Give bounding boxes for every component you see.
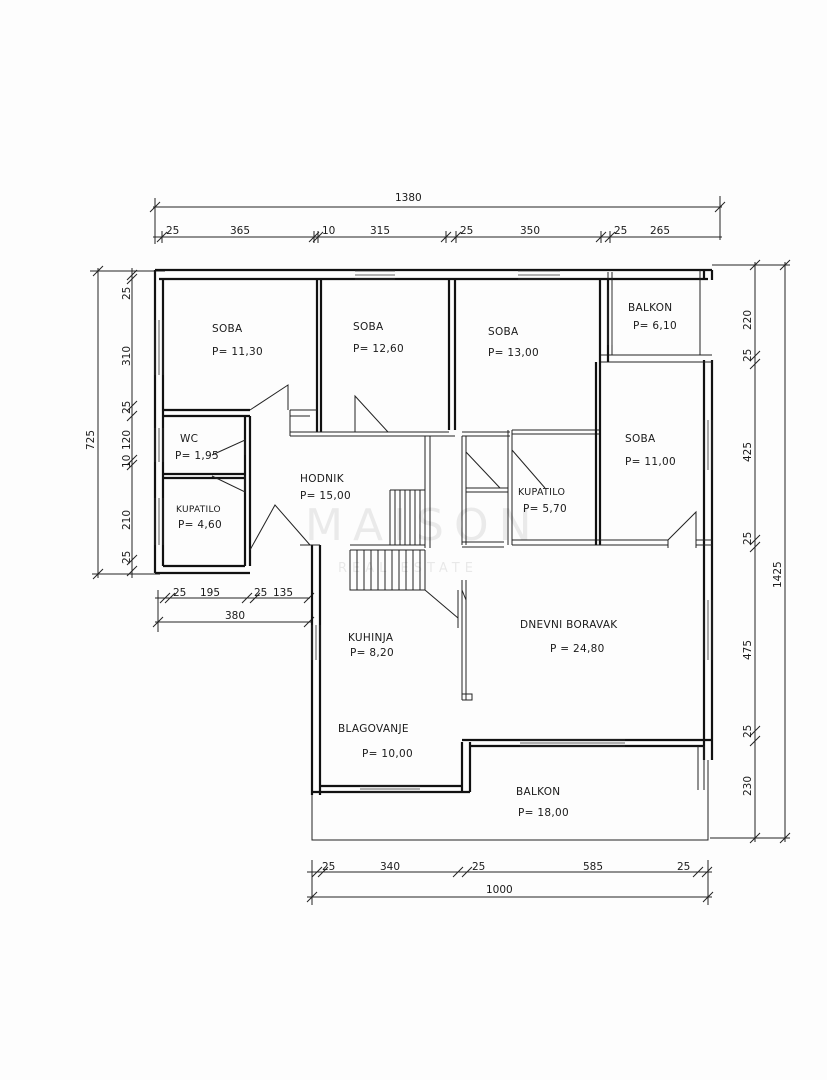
label-soba-3-name: SOBA [488, 326, 519, 338]
dimension-top-total: 1380 [149, 192, 726, 244]
watermark: MAISON REAL ESTATE [305, 500, 542, 576]
label-kuhinja-name: KUHINJA [348, 632, 394, 644]
dim-left-seg-1: 25 [121, 287, 133, 300]
dim-top-seg-1: 25 [166, 225, 179, 237]
dim-left-seg-6: 210 [121, 510, 133, 530]
watermark-main: MAISON [305, 500, 542, 551]
dimension-mid-left: 25 195 25 135 380 [152, 587, 315, 632]
dim-right-seg-7: 230 [742, 776, 754, 796]
dim-bottom-total: 1000 [486, 884, 513, 896]
dimension-bottom: 25 340 25 585 25 1000 [306, 860, 714, 905]
dim-bottom-seg-3: 25 [472, 861, 485, 873]
label-balkon-top-name: BALKON [628, 302, 672, 314]
label-blagovanje-area: P= 10,00 [362, 748, 413, 760]
dim-top-seg-6: 350 [520, 225, 540, 237]
dimension-top-segments: 25 365 10 315 25 350 25 265 [153, 225, 722, 243]
dim-right-seg-3: 425 [742, 442, 754, 462]
label-kupatilo-1-name: KUPATILO [176, 505, 221, 515]
label-balkon-bottom-name: BALKON [516, 786, 560, 798]
room-labels: SOBA P= 11,30 SOBA P= 12,60 SOBA P= 13,0… [175, 302, 677, 819]
dim-right-seg-1: 220 [742, 310, 754, 330]
label-kupatilo-1-area: P= 4,60 [178, 519, 222, 531]
doors [211, 384, 697, 619]
dim-mid-left-seg-1: 25 [173, 587, 186, 599]
label-soba-2-area: P= 12,60 [353, 343, 404, 355]
dim-bottom-seg-4: 585 [583, 861, 603, 873]
dim-top-total: 1380 [395, 192, 422, 204]
dim-right-seg-4: 25 [742, 532, 754, 545]
label-balkon-top-area: P= 6,10 [633, 320, 677, 332]
label-soba-4-area: P= 11,00 [625, 456, 676, 468]
dim-mid-left-total: 380 [225, 610, 245, 622]
label-kupatilo-2-name: KUPATILO [518, 487, 565, 498]
dimension-left-segments: 25 310 25 120 10 210 25 [121, 268, 138, 578]
label-hodnik-name: HODNIK [300, 473, 345, 485]
dim-top-seg-7: 25 [614, 225, 627, 237]
label-balkon-bottom-area: P= 18,00 [518, 807, 569, 819]
dim-right-total: 1425 [772, 561, 784, 588]
windows [154, 270, 713, 793]
label-soba-1-name: SOBA [212, 323, 243, 335]
dim-left-seg-2: 310 [121, 346, 133, 366]
dim-mid-left-seg-2: 195 [200, 587, 220, 599]
dim-mid-left-seg-4: 135 [273, 587, 293, 599]
dim-top-seg-2: 365 [230, 225, 250, 237]
label-hodnik-area: P= 15,00 [300, 490, 351, 502]
watermark-sub: REAL ESTATE [338, 561, 478, 576]
dimension-right-segments: 220 25 425 25 475 25 230 [710, 259, 790, 844]
label-dnevni-name: DNEVNI BORAVAK [520, 619, 618, 631]
label-wc-area: P= 1,95 [175, 450, 219, 462]
dim-bottom-seg-1: 25 [322, 861, 335, 873]
dim-left-seg-5: 10 [121, 455, 133, 468]
label-blagovanje-name: BLAGOVANJE [338, 723, 409, 735]
dim-left-seg-4: 120 [121, 430, 133, 450]
dim-mid-left-seg-3: 25 [254, 587, 267, 599]
dim-top-seg-4: 315 [370, 225, 390, 237]
label-kupatilo-2-area: P= 5,70 [523, 503, 567, 515]
dim-left-seg-7: 25 [121, 551, 133, 564]
label-dnevni-area: P = 24,80 [550, 643, 605, 655]
dim-bottom-seg-2: 340 [380, 861, 400, 873]
label-soba-4-name: SOBA [625, 433, 656, 445]
label-soba-1-area: P= 11,30 [212, 346, 263, 358]
dim-left-seg-3: 25 [121, 401, 133, 414]
dimension-right-total: 1425 [772, 259, 791, 844]
label-kuhinja-area: P= 8,20 [350, 647, 394, 659]
dimension-left-total: 725 [85, 265, 165, 580]
dim-left-total: 725 [85, 430, 97, 450]
label-soba-2-name: SOBA [353, 321, 384, 333]
dim-right-seg-6: 25 [742, 725, 754, 738]
dim-top-seg-5: 25 [460, 225, 473, 237]
label-soba-3-area: P= 13,00 [488, 347, 539, 359]
dim-right-seg-5: 475 [742, 640, 754, 660]
dim-top-seg-8: 265 [650, 225, 670, 237]
dim-top-seg-3: 10 [322, 225, 335, 237]
dim-bottom-seg-5: 25 [677, 861, 690, 873]
label-wc-name: WC [180, 433, 198, 445]
dim-right-seg-2: 25 [742, 349, 754, 362]
